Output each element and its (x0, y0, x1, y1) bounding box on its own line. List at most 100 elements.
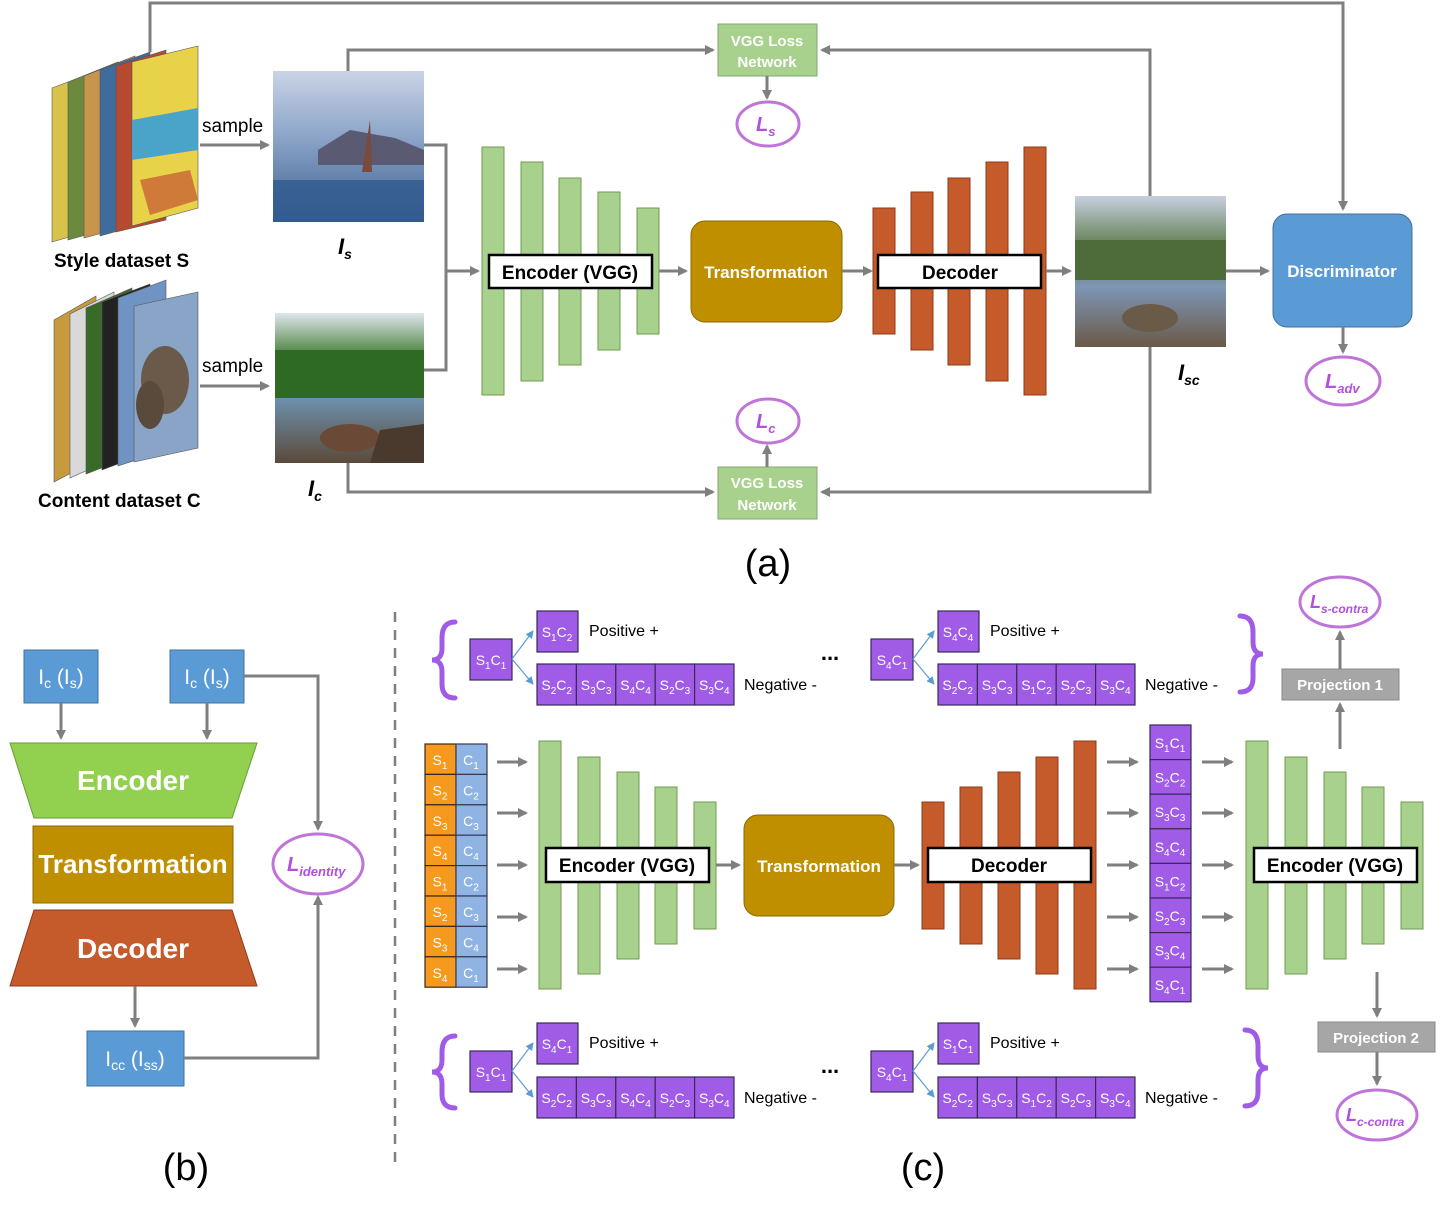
anchor-cell (469, 1050, 513, 1093)
encoder-label: Encoder (VGG) (502, 263, 638, 284)
to-positive-arrow (912, 630, 935, 660)
anchor-cell-label: S1C1 (476, 1064, 507, 1084)
transformation-label: Transformation (704, 263, 828, 282)
negative-cell-label: S3C3 (581, 1090, 612, 1110)
b-transformation-label: Transformation (38, 849, 227, 879)
c-decoder-label: Decoder (971, 856, 1048, 877)
negative-cell-label: S2C3 (660, 1090, 691, 1110)
positive-cell (937, 610, 980, 653)
style-image (273, 71, 424, 222)
output-cell-label: S3C4 (1155, 943, 1186, 963)
input-style-cell-label: S4 (433, 965, 448, 985)
ic-to-vgg-bottom-wire (346, 463, 715, 497)
b-output-box (86, 1030, 185, 1087)
negative-cell-label: S2C2 (942, 677, 973, 697)
negative-cell (937, 1076, 979, 1119)
input-content-cell-label: C3 (463, 813, 479, 833)
output-cell (1149, 793, 1192, 830)
loss-identity-ellipse (271, 832, 365, 896)
negative-cell (654, 1076, 696, 1119)
input-content-cell-label: C4 (463, 843, 479, 863)
top-ellipsis: ... (821, 640, 839, 665)
encoder-label-box (487, 253, 654, 290)
output-cell-label: S4C4 (1155, 839, 1186, 859)
input-right-box (169, 649, 245, 704)
negative-cell-label: S3C4 (699, 677, 730, 697)
b-right-input-to-identity-wire (244, 674, 323, 831)
input-style-cell-label: S2 (433, 782, 448, 802)
label-ic: Ic (308, 476, 322, 504)
is-to-encoder-wire (424, 143, 448, 271)
to-negative-arrow (511, 658, 534, 685)
anchor-cell-label: S4C1 (877, 1064, 908, 1084)
negative-cell (1094, 1076, 1136, 1119)
panel-b: Ic (Is) Ic (Is) Encoder Transformation D… (9, 649, 365, 1189)
negative-cell (615, 1076, 656, 1119)
negative-cell (937, 663, 979, 706)
vgg-loss-bottom-box (717, 466, 818, 520)
negative-cell-label: S1C2 (1021, 677, 1052, 697)
anchor-cell-label: S4C1 (877, 652, 908, 672)
negative-cell (976, 1076, 1018, 1119)
output-cell-label: S2C3 (1155, 908, 1186, 928)
loss-s-ellipse (735, 100, 801, 148)
sample-label-bottom: sample (202, 356, 263, 377)
output-cell (1149, 758, 1192, 795)
negative-cell-label: S4C4 (620, 1090, 651, 1110)
output-cell-label: S2C2 (1155, 770, 1186, 790)
discriminator-label: Discriminator (1287, 262, 1397, 281)
negative-cell-label: S3C4 (1100, 1090, 1131, 1110)
decoder-label-box (876, 253, 1043, 290)
input-content-cell (455, 834, 488, 867)
positive-cell-label: S4C1 (542, 1036, 573, 1056)
positive-cell (536, 610, 579, 653)
style-dataset-image-stack (51, 45, 199, 243)
vgg-loss-bottom-line1: VGG Loss (731, 475, 804, 492)
input-content-cell-label: C1 (463, 752, 479, 772)
positive-label: Positive + (589, 1035, 659, 1052)
negative-cell-label: S2C2 (541, 677, 572, 697)
top-right-brace (1237, 613, 1264, 695)
negative-cell (1055, 663, 1097, 706)
negative-cell-label: S2C3 (1061, 1090, 1092, 1110)
input-arrows (497, 757, 528, 974)
c-decoder-label-box (926, 846, 1093, 884)
negative-cell (1094, 663, 1136, 706)
bottom-ellipsis: ... (821, 1053, 839, 1078)
positive-label: Positive + (990, 1035, 1060, 1052)
positive-cell (536, 1022, 579, 1065)
b-decoder-trapezoid (9, 909, 258, 987)
projection2-box (1317, 1021, 1436, 1053)
input-style-cell (424, 773, 457, 806)
negative-cell-label: S3C4 (699, 1090, 730, 1110)
stylized-output-image (1075, 196, 1226, 347)
positive-cell-label: S1C1 (943, 1036, 974, 1056)
to-positive-arrow (511, 630, 534, 660)
input-content-cell (455, 864, 488, 897)
negative-cell (536, 1076, 578, 1119)
label-is: Is (338, 234, 352, 262)
loss-s-contra-ellipse (1298, 575, 1382, 629)
negative-label: Negative - (744, 1090, 817, 1107)
output-cell (1149, 897, 1192, 934)
caption-a: (a) (745, 543, 791, 585)
bottom-left-brace (431, 1033, 458, 1111)
input-style-cell (424, 743, 457, 775)
input-style-cell (424, 804, 457, 836)
negative-cell (575, 663, 617, 706)
negative-cell (693, 1076, 735, 1119)
projection2-label: Projection 2 (1333, 1030, 1419, 1047)
style-to-discriminator-wire (148, 1, 1348, 211)
negative-cell-label: S3C4 (1100, 677, 1131, 697)
top-left-brace (431, 619, 458, 701)
c-encoder-bars (538, 740, 717, 990)
input-content-cell (455, 773, 488, 806)
projection1-box (1281, 668, 1400, 701)
positive-cell (937, 1022, 980, 1065)
input-style-cell-label: S3 (433, 813, 448, 833)
